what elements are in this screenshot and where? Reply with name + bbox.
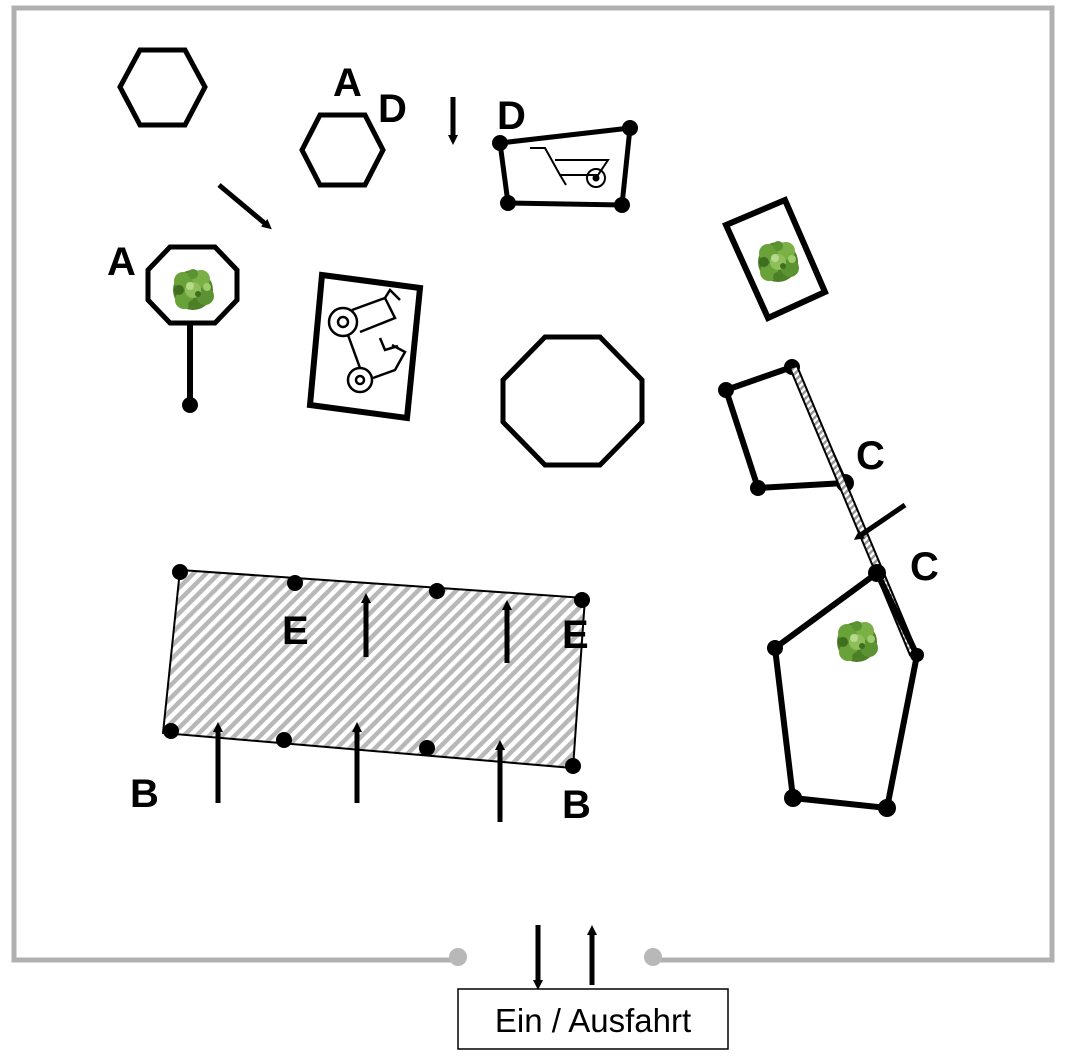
label-a-left: A [107,240,136,284]
octagon-large [500,334,645,468]
arrow [217,183,272,230]
wheelbarrow-icon [530,147,610,188]
dump-truck-container [306,271,424,422]
tree-planter [722,196,829,322]
tree-icon [837,621,878,662]
label-b-right: B [562,783,591,827]
arrow [853,502,907,540]
area-c-lower [767,564,924,817]
label-e-right: E [562,613,589,657]
label-e-left: E [282,609,309,653]
parking-area [161,564,590,774]
tree-icon [173,269,214,310]
gate-label-box: Ein / Ausfahrt [457,988,729,1050]
label-c-upper: C [856,434,885,478]
wheelbarrow-container [492,120,638,213]
gate-post-right [644,948,662,966]
label-a-top: A [333,61,362,105]
site-fence [11,5,1055,963]
area-c-upper [718,359,854,496]
octagon-tree-marker [145,244,240,413]
gate-label: Ein / Ausfahrt [495,1002,691,1039]
label-d-top-left: D [378,87,407,131]
tree-icon [758,241,799,282]
label-b-left: B [130,772,159,816]
label-c-lower: C [910,545,939,589]
hexagon-a-d [299,112,386,188]
gate-post-left [449,948,467,966]
dump-truck-icon [327,288,407,394]
label-d-top-right: D [497,94,526,138]
direction-arrows [213,97,907,990]
hexagon-top-left [117,47,208,128]
